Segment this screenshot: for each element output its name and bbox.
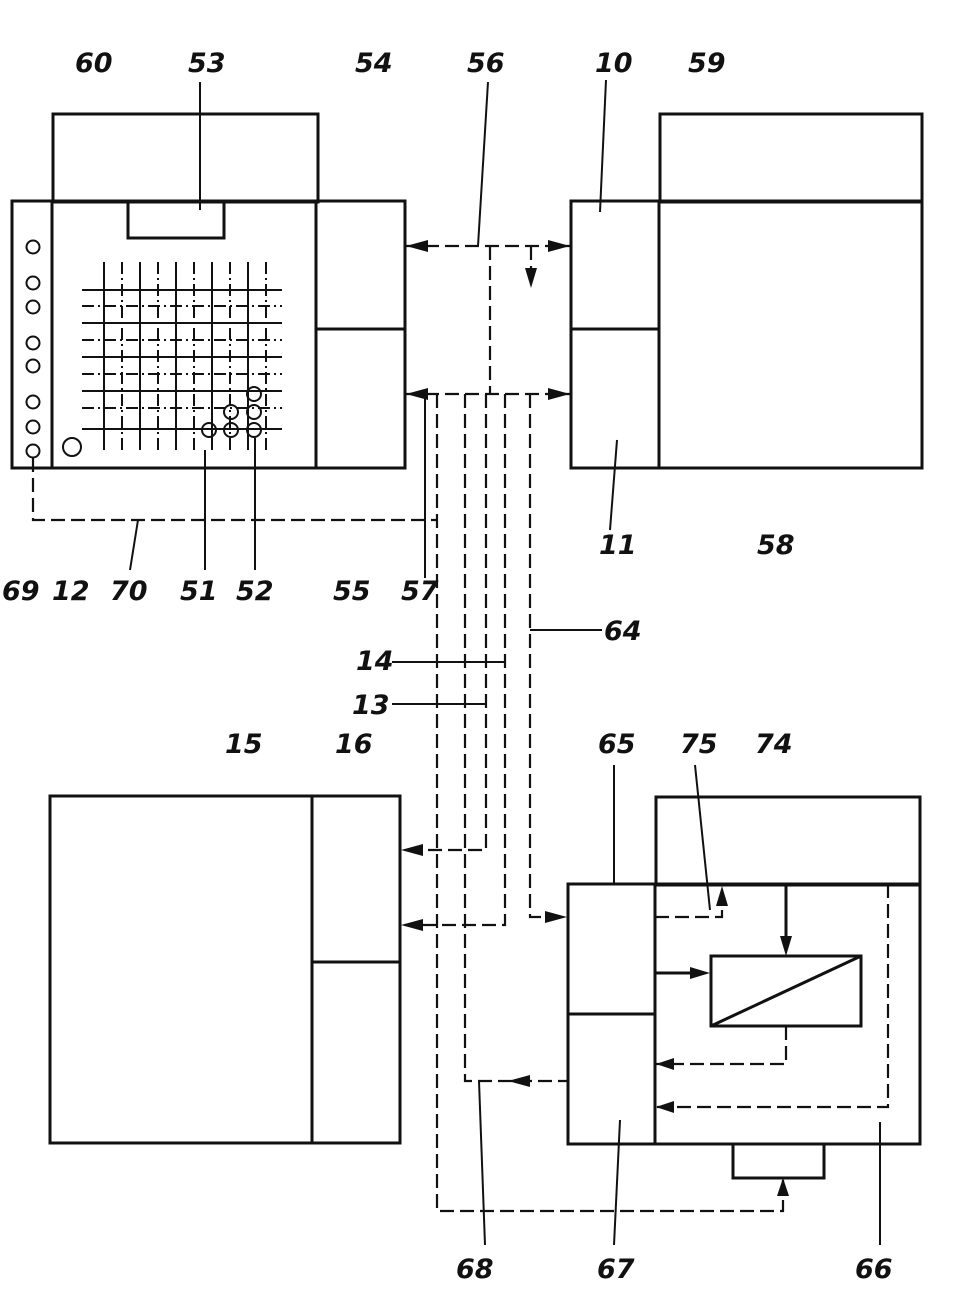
label-64: 64 <box>604 616 642 647</box>
reference-numerals: 60 53 54 56 10 59 11 58 69 12 70 51 52 5… <box>2 48 893 1285</box>
unit-top-left <box>10 112 407 470</box>
label-11: 11 <box>599 530 637 561</box>
label-75: 75 <box>680 729 718 760</box>
label-15: 15 <box>225 729 263 760</box>
label-60: 60 <box>75 48 113 79</box>
lamp <box>25 358 41 374</box>
label-51: 51 <box>180 576 218 607</box>
sensor-12 <box>62 437 82 457</box>
label-68: 68 <box>456 1254 494 1285</box>
box-74 <box>654 795 922 887</box>
lamp <box>25 335 41 351</box>
board-grid <box>82 262 282 450</box>
label-58: 58 <box>757 530 795 561</box>
lamp <box>25 419 41 435</box>
label-74: 74 <box>755 729 793 760</box>
lamp <box>25 443 41 459</box>
label-10: 10 <box>595 48 633 79</box>
signal-lines <box>31 244 890 1213</box>
label-55: 55 <box>333 576 371 607</box>
lamp <box>25 239 41 255</box>
box-15 <box>48 794 402 1145</box>
label-52: 52 <box>236 576 274 607</box>
label-54: 54 <box>355 48 393 79</box>
label-14: 14 <box>356 646 394 677</box>
label-65: 65 <box>598 729 636 760</box>
box-main-display <box>10 199 407 470</box>
unit-top-right <box>569 112 924 470</box>
label-57: 57 <box>401 576 439 607</box>
unit-bottom-right <box>566 795 922 1180</box>
box-53 <box>126 201 226 240</box>
box-60 <box>51 112 320 204</box>
box-59 <box>658 112 924 204</box>
output-tray <box>731 1144 826 1180</box>
lamp <box>25 299 41 315</box>
lamp <box>25 394 41 410</box>
label-67: 67 <box>597 1254 635 1285</box>
leader-lines <box>129 79 881 1246</box>
unit-bottom-left <box>48 794 402 1145</box>
indicator-lamps <box>25 239 41 459</box>
label-69: 69 <box>2 576 40 607</box>
label-13: 13 <box>352 690 390 721</box>
label-16: 16 <box>335 729 373 760</box>
label-12: 12 <box>52 576 90 607</box>
label-56: 56 <box>467 48 505 79</box>
box-58 <box>569 199 924 470</box>
label-70: 70 <box>110 576 148 607</box>
arrowheads <box>401 240 792 1196</box>
label-53: 53 <box>188 48 226 79</box>
label-59: 59 <box>688 48 726 79</box>
label-66: 66 <box>855 1254 893 1285</box>
lamp <box>25 275 41 291</box>
game-pieces <box>201 386 262 438</box>
